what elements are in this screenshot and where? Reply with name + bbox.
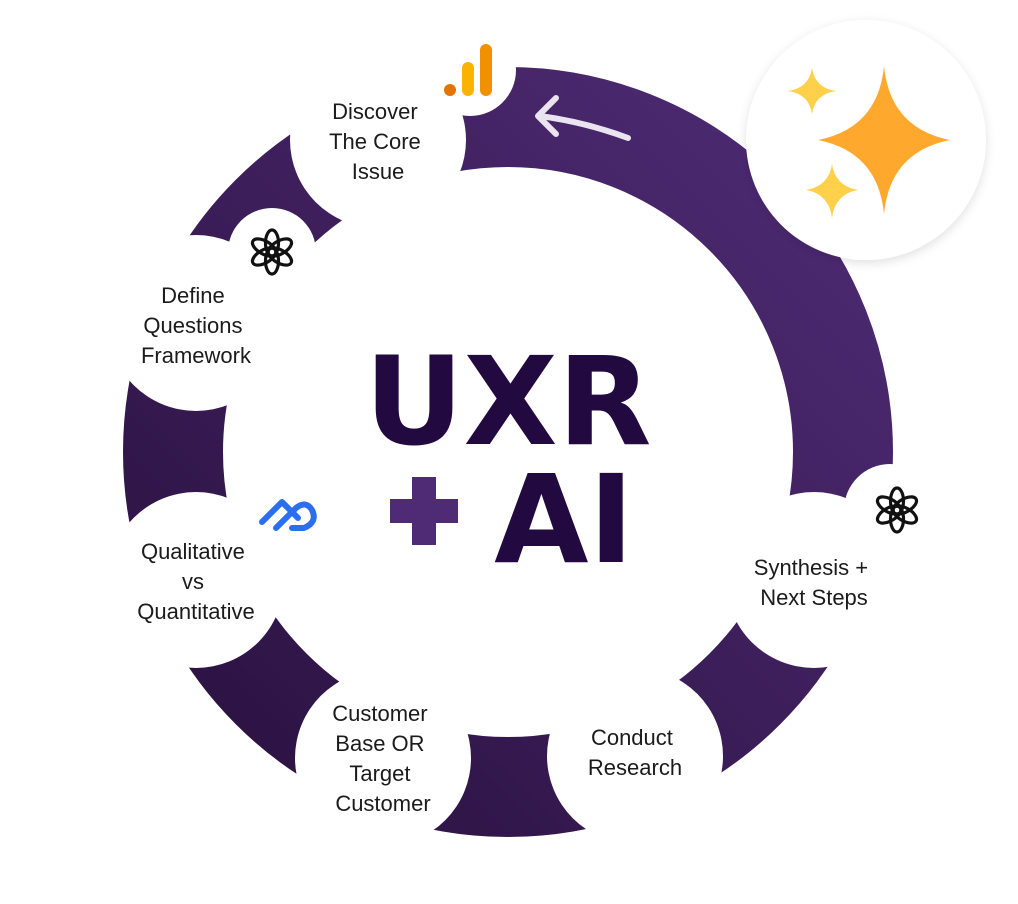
arrow-left-icon xyxy=(535,95,631,141)
step-label: Define Questions Framework xyxy=(141,283,252,368)
sparkle-icon xyxy=(788,66,950,218)
sparkle-badge xyxy=(746,20,986,260)
step-discover: Discover The Core Issue xyxy=(290,52,466,228)
openai-badge xyxy=(844,464,936,556)
step-qualitative: Qualitative vs Quantitative xyxy=(108,492,284,668)
title-uxr: UXR xyxy=(364,331,651,473)
title-ai: AI xyxy=(494,449,634,591)
center-title: UXR AI xyxy=(364,331,651,591)
cycle-ring xyxy=(123,67,893,837)
step-conduct: Conduct Research xyxy=(547,668,723,844)
cloud-logo-icon xyxy=(259,499,317,531)
step-label: Customer Base OR Target Customer xyxy=(332,701,433,816)
step-label: Qualitative vs Quantitative xyxy=(137,539,254,624)
analytics-icon xyxy=(444,44,492,96)
openai-badge xyxy=(228,208,316,296)
step-label: Discover The Core Issue xyxy=(329,99,427,184)
plus-sign xyxy=(412,477,436,545)
step-customer: Customer Base OR Target Customer xyxy=(295,670,471,846)
step-label: Synthesis + Next Steps xyxy=(754,555,874,610)
step-label: Conduct Research xyxy=(588,725,682,780)
